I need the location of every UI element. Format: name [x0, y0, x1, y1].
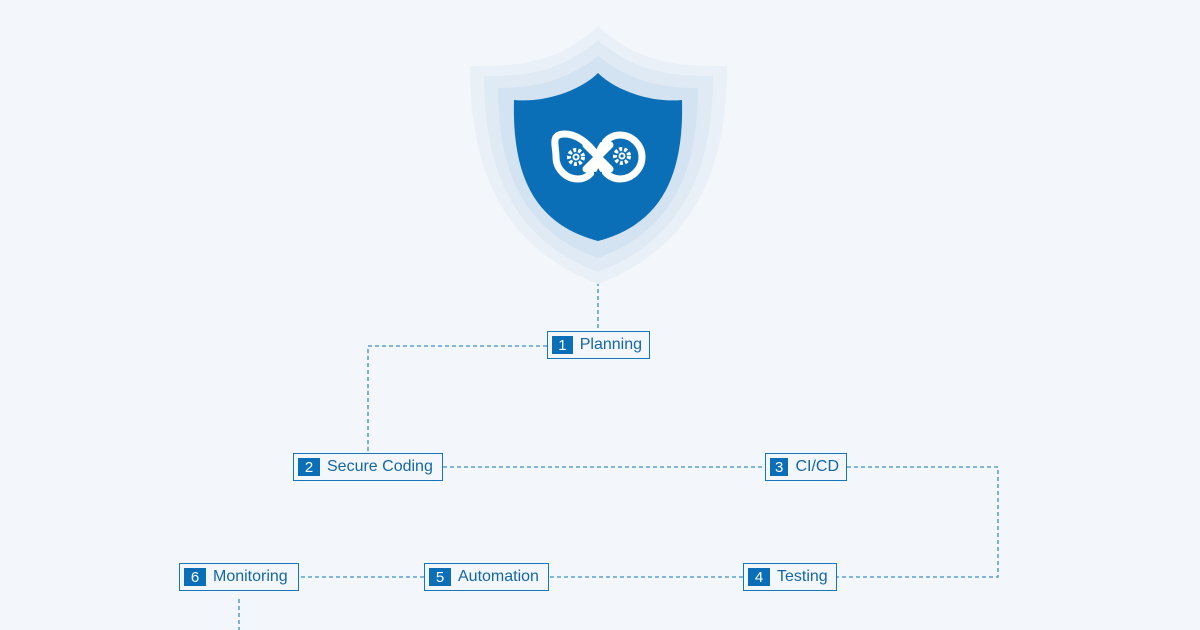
step-label: Automation	[458, 568, 539, 585]
step-number: 3	[770, 458, 789, 476]
step-number: 4	[748, 568, 770, 586]
step-testing: 4 Testing	[743, 563, 837, 591]
connector-cicd-testing	[837, 466, 999, 578]
step-label: Testing	[777, 568, 828, 585]
step-label: Monitoring	[213, 568, 288, 585]
gear-icon-right	[613, 147, 631, 165]
step-number: 1	[552, 336, 573, 354]
step-secure-coding: 2 Secure Coding	[293, 453, 443, 481]
step-automation: 5 Automation	[424, 563, 549, 591]
step-planning: 1 Planning	[547, 331, 650, 359]
gear-icon-left	[567, 148, 585, 166]
step-label: Planning	[579, 336, 642, 353]
step-number: 5	[429, 568, 451, 586]
step-label: CI/CD	[795, 458, 839, 475]
step-ci-cd: 3 CI/CD	[765, 453, 847, 481]
step-number: 2	[298, 458, 320, 476]
step-monitoring: 6 Monitoring	[179, 563, 299, 591]
shield-emblem	[470, 26, 727, 284]
devops-infinity-gears-icon	[551, 130, 646, 183]
step-number: 6	[184, 568, 206, 586]
connector-planning-secure-coding	[367, 345, 547, 452]
step-label: Secure Coding	[327, 458, 433, 475]
